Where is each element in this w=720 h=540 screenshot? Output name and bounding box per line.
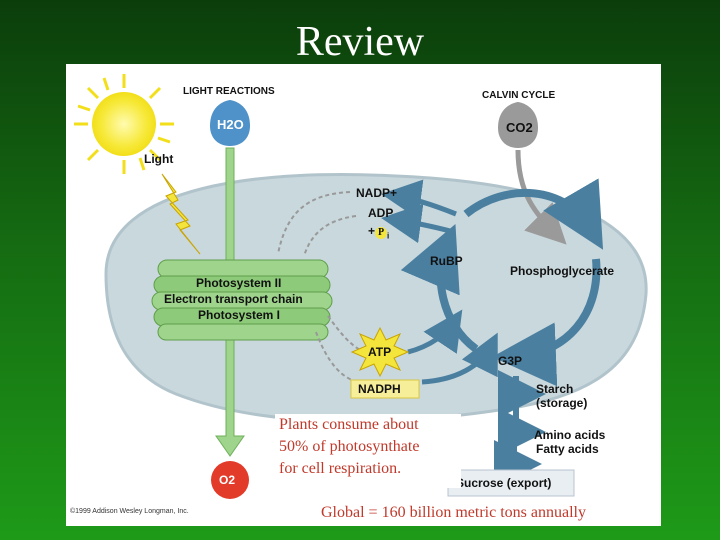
diagram-graphics	[74, 74, 648, 499]
nadp-label: NADP+	[356, 186, 398, 200]
co2-drop-icon	[498, 102, 538, 148]
fatty-acids-label: Fatty acids	[536, 442, 599, 456]
calvin-cycle-title: CALVIN CYCLE	[482, 90, 556, 101]
atp-burst	[350, 326, 410, 378]
copyright: ©1999 Addison Wesley Longman, Inc.	[70, 508, 189, 515]
o2-label: O2	[219, 473, 236, 487]
light-reactions-title: LIGHT REACTIONS	[183, 86, 275, 97]
caption-line-1: Plants consume about	[279, 416, 419, 433]
phosphoglycerate-label: Phosphoglycerate	[510, 264, 615, 278]
sun-icon	[74, 74, 174, 174]
lightning-icon	[161, 173, 201, 255]
starch-storage-label: (storage)	[536, 396, 588, 410]
g3p-label: G3P	[498, 354, 523, 368]
starch-label: Starch	[536, 382, 574, 396]
caption-line-3: for cell respiration.	[279, 460, 402, 477]
global-note: Global = 160 billion metric tons annuall…	[319, 504, 588, 522]
slide-title: Review	[295, 19, 425, 65]
light-label: Light	[144, 152, 174, 166]
atp-label: ATP	[368, 345, 392, 359]
electron-transport-chain-label: Electron transport chain	[164, 292, 303, 306]
nadph-box	[350, 379, 420, 399]
rubp-label: RuBP	[430, 254, 463, 268]
h2o-label: H2O	[217, 117, 244, 132]
thylakoid-stack	[151, 259, 333, 341]
h2o-drop-icon	[210, 100, 250, 146]
nadph-label: NADPH	[358, 382, 401, 396]
respiration-caption: Plants consume about 50% of photosynthat…	[275, 414, 461, 488]
sucrose-box	[447, 469, 575, 497]
caption-line-2: 50% of photosynthate	[279, 438, 420, 455]
adp-label: ADP	[368, 206, 394, 220]
photosynthesis-diagram: LIGHT REACTIONS CALVIN CYCLE H2O CO2 Lig…	[66, 64, 661, 526]
sucrose-label: Sucrose (export)	[456, 476, 552, 490]
photosystem-ii-label: Photosystem II	[196, 276, 282, 290]
co2-label: CO2	[506, 120, 533, 135]
o2-arrow	[215, 323, 245, 457]
amino-acids-label: Amino acids	[534, 428, 606, 442]
nadp-adp-return-arrows	[277, 191, 357, 257]
o2-circle	[211, 461, 249, 499]
photosystem-i-label: Photosystem I	[198, 308, 281, 322]
